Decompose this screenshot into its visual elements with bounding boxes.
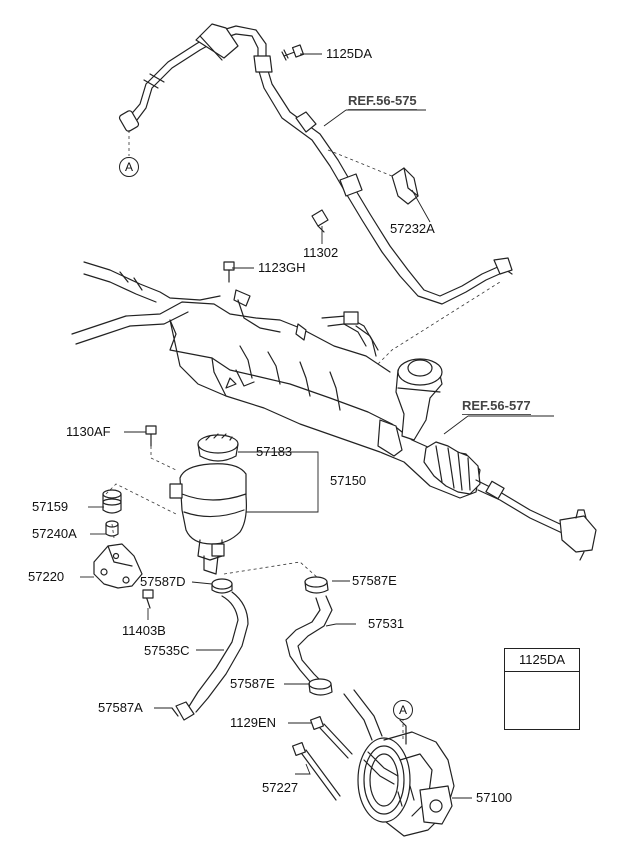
- label-1125DA: 1125DA: [326, 46, 373, 61]
- ref-56-575-text: REF.56-575: [348, 93, 417, 110]
- clamp-57587E-lower: [308, 678, 333, 696]
- label-57183: 57183: [256, 444, 293, 459]
- grommet-57159: [102, 489, 122, 514]
- inset-label: 1125DA: [505, 649, 579, 672]
- bolt-57227: [291, 741, 341, 801]
- bracket-57220: [93, 543, 143, 589]
- label-1123GH: 1123GH: [258, 260, 306, 275]
- label-11302: 11302: [303, 245, 339, 260]
- label-57232A: 57232A: [390, 221, 435, 236]
- bolt-1130AF: [145, 425, 157, 447]
- bracket-57232A: [391, 167, 419, 205]
- clamp-57587E-upper: [304, 576, 329, 594]
- bolt-11403B: [142, 589, 154, 609]
- callout-a-top: A: [119, 157, 139, 177]
- label-1129EN: 1129EN: [230, 715, 277, 730]
- bolt-11302: [311, 209, 329, 233]
- label-57150: 57150: [330, 473, 367, 488]
- label-1130AF: 1130AF: [66, 424, 111, 439]
- bolt-1125DA: [281, 44, 305, 61]
- label-57220: 57220: [28, 569, 65, 584]
- label-57100: 57100: [476, 790, 513, 805]
- label-57587E-upper: 57587E: [352, 573, 397, 588]
- label-57587E-lower: 57587E: [230, 676, 275, 691]
- label-57587A: 57587A: [98, 700, 143, 715]
- label-57535C: 57535C: [144, 643, 190, 658]
- label-57531: 57531: [368, 616, 405, 631]
- leader-lines: [80, 53, 554, 799]
- reservoir-57150: [169, 433, 247, 575]
- inset-box: 1125DA: [504, 648, 580, 730]
- ref-56-577-text: REF.56-577: [462, 398, 531, 415]
- label-57240A: 57240A: [32, 526, 77, 541]
- hose-57531: [285, 595, 333, 685]
- hose-57535C: [187, 591, 249, 713]
- ref-56-577: REF.56-577: [462, 398, 531, 415]
- bolt-1129EN: [309, 715, 353, 759]
- callout-a-pump: A: [393, 700, 413, 720]
- pressure-hose-upper: [118, 23, 513, 305]
- steering-rack: [71, 261, 597, 561]
- dashed-refs: [105, 130, 501, 740]
- pump-57100: [343, 689, 455, 837]
- clamp-57587A: [171, 701, 195, 721]
- clamp-57587D: [211, 578, 233, 594]
- label-11403B: 11403B: [122, 623, 166, 638]
- bolt-1123GH: [223, 261, 235, 283]
- label-57159: 57159: [32, 499, 69, 514]
- label-57227: 57227: [262, 780, 299, 795]
- label-57587D: 57587D: [140, 574, 186, 589]
- ref-56-575: REF.56-575: [348, 93, 417, 110]
- grommet-57240A: [105, 520, 119, 537]
